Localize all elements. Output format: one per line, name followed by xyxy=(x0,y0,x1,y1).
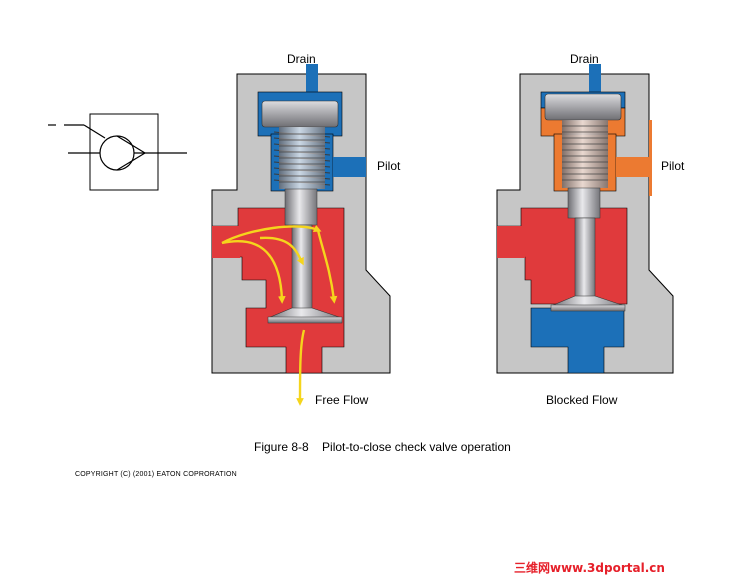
drain-port xyxy=(306,64,318,94)
drain-port xyxy=(589,64,601,94)
piston-cap xyxy=(544,93,622,121)
pilot-label-left: Pilot xyxy=(377,159,401,173)
pilot-port xyxy=(616,157,650,177)
watermark: 三维网www.3dportal.cn xyxy=(514,561,665,575)
poppet-stem xyxy=(284,188,318,226)
drain-label-right: Drain xyxy=(570,52,599,66)
drain-label-left: Drain xyxy=(287,52,316,66)
free-flow-label: Free Flow xyxy=(315,393,369,407)
poppet-stem xyxy=(567,187,601,219)
flow-arrows xyxy=(221,224,338,406)
blocked-flow-label: Blocked Flow xyxy=(546,393,618,407)
valve-blocked-flow xyxy=(496,64,674,374)
check-valve-symbol xyxy=(48,113,187,191)
pilot-port xyxy=(333,157,366,177)
blocked-chamber xyxy=(530,307,625,374)
figure-caption: Figure 8-8 Pilot-to-close check valve op… xyxy=(254,440,511,454)
copyright-notice: COPYRIGHT (C) (2001) EATON COPRORATION xyxy=(75,471,237,478)
pilot-label-right: Pilot xyxy=(661,159,685,173)
piston-cap xyxy=(261,100,339,128)
valve-free-flow xyxy=(211,64,391,406)
